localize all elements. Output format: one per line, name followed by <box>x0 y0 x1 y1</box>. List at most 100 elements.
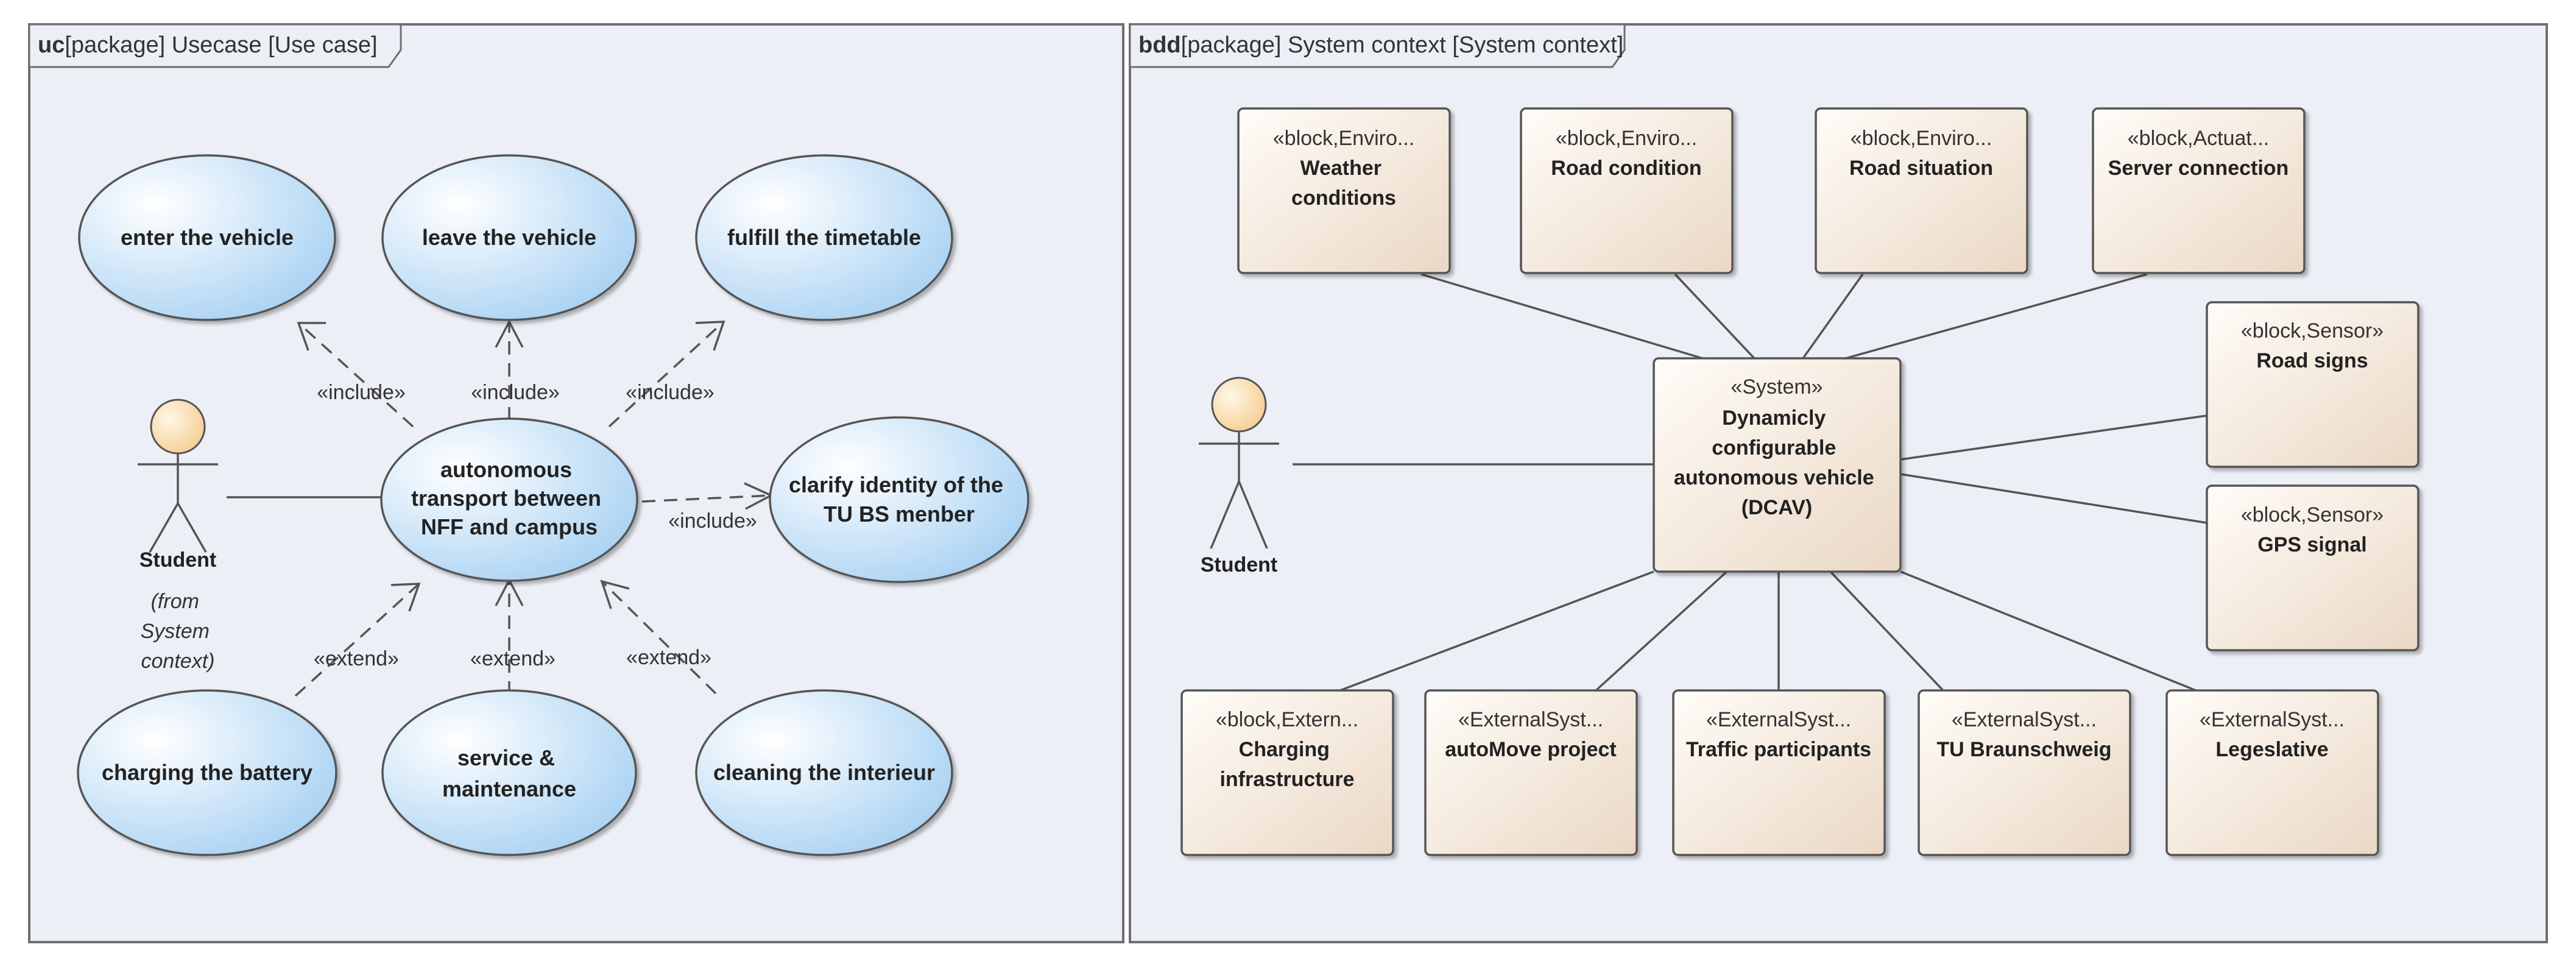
block-road-signs-stereotype: «block,Sensor» <box>2241 319 2384 342</box>
system-block-dcav[interactable]: «System» Dynamicly configurable autonomo… <box>1653 357 1902 573</box>
block-legeslative-stereotype: «ExternalSyst... <box>2200 708 2345 731</box>
block-tu-braunschweig-stereotype: «ExternalSyst... <box>1952 708 2097 731</box>
usecase-clarify-identity-label: clarify identity of the TU BS menber <box>789 472 1009 527</box>
usecase-central-line-2: transport between <box>411 486 601 511</box>
usecase-central-line-1: autonomous <box>440 457 572 482</box>
block-charging-name-line-1: Charging <box>1239 738 1330 761</box>
block-traffic-name: Traffic participants <box>1686 738 1871 761</box>
usecase-enter-vehicle-label: enter the vehicle <box>121 225 294 250</box>
block-legeslative-name: Legeslative <box>2215 738 2328 761</box>
actor-name: Student <box>139 548 217 572</box>
block-weather-name-line-1: Weather <box>1300 157 1382 180</box>
block-server-connection-stereotype: «block,Actuat... <box>2128 127 2269 150</box>
actor-head-context <box>1211 377 1267 433</box>
block-automove-stereotype: «ExternalSyst... <box>1458 708 1603 731</box>
block-weather-name: Weather conditions <box>1291 157 1396 210</box>
actor-student-usecase[interactable]: Student (from System context) <box>138 399 218 673</box>
link-legeslative <box>1900 570 2197 692</box>
actor-student-context[interactable]: Student <box>1199 377 1279 576</box>
include-label-fulfill: «include» <box>626 381 715 404</box>
block-server-connection[interactable]: «block,Actuat... Server connection <box>2092 107 2306 274</box>
system-name-line-1: Dynamicly <box>1722 406 1826 430</box>
usecase-service-maintenance-label: service & maintenance <box>442 745 576 801</box>
usecase-clarify-line-1: clarify identity of the <box>789 472 1003 497</box>
include-label-leave: «include» <box>471 381 560 404</box>
block-charging-name-line-2: infrastructure <box>1219 768 1354 791</box>
system-name-line-4: (DCAV) <box>1741 496 1812 519</box>
block-road-situation-name: Road situation <box>1849 157 1993 180</box>
actor-body-context <box>1199 431 1279 549</box>
block-weather-conditions[interactable]: «block,Enviro... Weather conditions <box>1237 107 1451 274</box>
usecase-autonomous-transport[interactable]: autonomous transport between NFF and cam… <box>380 417 638 582</box>
usecase-frame-title: [package] Usecase [Use case] <box>65 32 377 58</box>
extend-arrowhead-charging <box>390 583 421 612</box>
usecase-service-line-2: maintenance <box>442 776 576 801</box>
usecase-leave-vehicle[interactable]: leave the vehicle <box>381 154 637 321</box>
block-gps-signal-stereotype: «block,Sensor» <box>2241 503 2384 527</box>
block-charging-infrastructure[interactable]: «block,Extern... Charging infrastructure <box>1180 689 1394 856</box>
system-name: Dynamicly configurable autonomous vehicl… <box>1674 406 1880 519</box>
block-road-condition-name: Road condition <box>1551 157 1701 180</box>
context-frame-kind: bdd <box>1138 32 1181 58</box>
link-road-condition <box>1674 273 1756 360</box>
include-arrowhead-enter <box>297 322 326 351</box>
block-legeslative[interactable]: «ExternalSyst... Legeslative <box>2165 689 2379 856</box>
usecase-service-maintenance[interactable]: service & maintenance <box>381 689 637 856</box>
extend-arrowhead-cleaning <box>600 580 630 609</box>
block-road-condition[interactable]: «block,Enviro... Road condition <box>1520 107 1734 274</box>
link-weather <box>1420 273 1703 360</box>
block-road-situation-stereotype: «block,Enviro... <box>1851 127 1992 150</box>
actor-body <box>138 453 218 553</box>
usecase-service-line-1: service & <box>457 745 555 770</box>
block-road-signs-name: Road signs <box>2256 349 2368 372</box>
block-road-condition-stereotype: «block,Enviro... <box>1556 127 1697 150</box>
extend-line-cleaning <box>601 580 717 695</box>
link-charging-infra <box>1339 570 1654 692</box>
link-automove <box>1595 570 1728 692</box>
include-line-fulfill <box>608 321 725 428</box>
link-gps-signal <box>1900 473 2207 524</box>
system-stereotype: «System» <box>1731 375 1823 399</box>
block-charging-stereotype: «block,Extern... <box>1216 708 1358 731</box>
include-label-enter: «include» <box>317 381 406 404</box>
extend-line-charging <box>294 583 420 697</box>
actor-name-context: Student <box>1201 553 1278 576</box>
block-automove-project[interactable]: «ExternalSyst... autoMove project <box>1424 689 1638 856</box>
block-road-signs[interactable]: «block,Sensor» Road signs <box>2206 301 2419 468</box>
context-connectors <box>1293 273 2207 692</box>
usecase-central-line-3: NFF and campus <box>421 514 598 539</box>
block-weather-name-line-2: conditions <box>1291 186 1396 210</box>
system-name-line-3: autonomous vehicle <box>1674 466 1874 489</box>
block-charging-name: Charging infrastructure <box>1219 738 1354 791</box>
usecase-frame-kind: uc <box>38 32 65 58</box>
link-road-signs <box>1900 414 2207 461</box>
actor-note-line-2: System <box>141 620 210 643</box>
usecase-connectors <box>227 319 774 697</box>
svg-text:bdd[package] System context [S: bdd[package] System context [System cont… <box>1138 32 1623 58</box>
include-label-clarify: «include» <box>668 509 757 533</box>
extend-label-charging: «extend» <box>314 647 399 670</box>
block-tu-braunschweig-name: TU Braunschweig <box>1936 738 2111 761</box>
usecase-clarify-line-2: TU BS menber <box>824 502 975 527</box>
usecase-fulfill-timetable[interactable]: fulfill the timetable <box>695 154 953 321</box>
block-weather-stereotype: «block,Enviro... <box>1273 127 1414 150</box>
usecase-charging-battery[interactable]: charging the battery <box>77 689 337 856</box>
extend-label-service: «extend» <box>470 647 556 670</box>
block-gps-signal[interactable]: «block,Sensor» GPS signal <box>2206 484 2419 651</box>
link-road-situation <box>1802 273 1864 360</box>
usecase-enter-vehicle[interactable]: enter the vehicle <box>78 154 336 321</box>
block-server-connection-name: Server connection <box>2108 157 2289 180</box>
usecase-cleaning-interieur[interactable]: cleaning the interieur <box>695 689 953 856</box>
include-line-enter <box>297 322 414 428</box>
usecase-fulfill-timetable-label: fulfill the timetable <box>727 225 921 250</box>
include-arrowhead-fulfill <box>695 321 725 351</box>
block-automove-name: autoMove project <box>1445 738 1616 761</box>
usecase-clarify-identity[interactable]: clarify identity of the TU BS menber <box>769 416 1029 583</box>
block-traffic-participants[interactable]: «ExternalSyst... Traffic participants <box>1672 689 1886 856</box>
block-traffic-stereotype: «ExternalSyst... <box>1706 708 1851 731</box>
block-tu-braunschweig[interactable]: «ExternalSyst... TU Braunschweig <box>1918 689 2131 856</box>
usecase-charging-battery-label: charging the battery <box>102 760 312 785</box>
relation-labels: «include» «include» «include» «include» … <box>314 381 757 670</box>
block-road-situation[interactable]: «block,Enviro... Road situation <box>1815 107 2028 274</box>
